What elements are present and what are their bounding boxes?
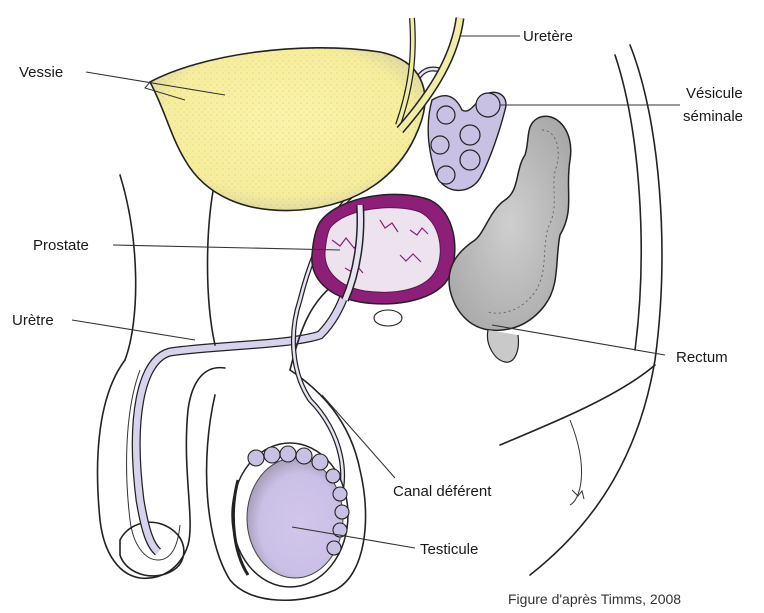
- label-canal-deferent: Canal déférent: [393, 483, 492, 500]
- label-uretre: Urètre: [12, 312, 54, 329]
- body-wall-inner: [615, 55, 641, 350]
- buttock-crease: [570, 420, 582, 505]
- pubic-contour: [120, 175, 136, 360]
- label-prostate: Prostate: [33, 237, 89, 254]
- testis: [232, 443, 348, 587]
- label-testicule: Testicule: [420, 541, 478, 558]
- bulbourethral-gland: [374, 310, 402, 326]
- abdominal-wall: [208, 180, 216, 345]
- figure-credit: Figure d'après Timms, 2008: [508, 591, 681, 607]
- leader-prostate: [113, 245, 340, 250]
- label-rectum: Rectum: [676, 349, 728, 366]
- label-vesicule-line1: Vésicule: [686, 85, 743, 102]
- prostate: [312, 194, 455, 304]
- label-vessie: Vessie: [19, 64, 63, 81]
- seminal-vesicle: [428, 92, 506, 190]
- perineum-contour: [500, 365, 655, 445]
- label-vesicule-line2: séminale: [683, 108, 743, 125]
- label-uretere: Uretère: [523, 28, 573, 45]
